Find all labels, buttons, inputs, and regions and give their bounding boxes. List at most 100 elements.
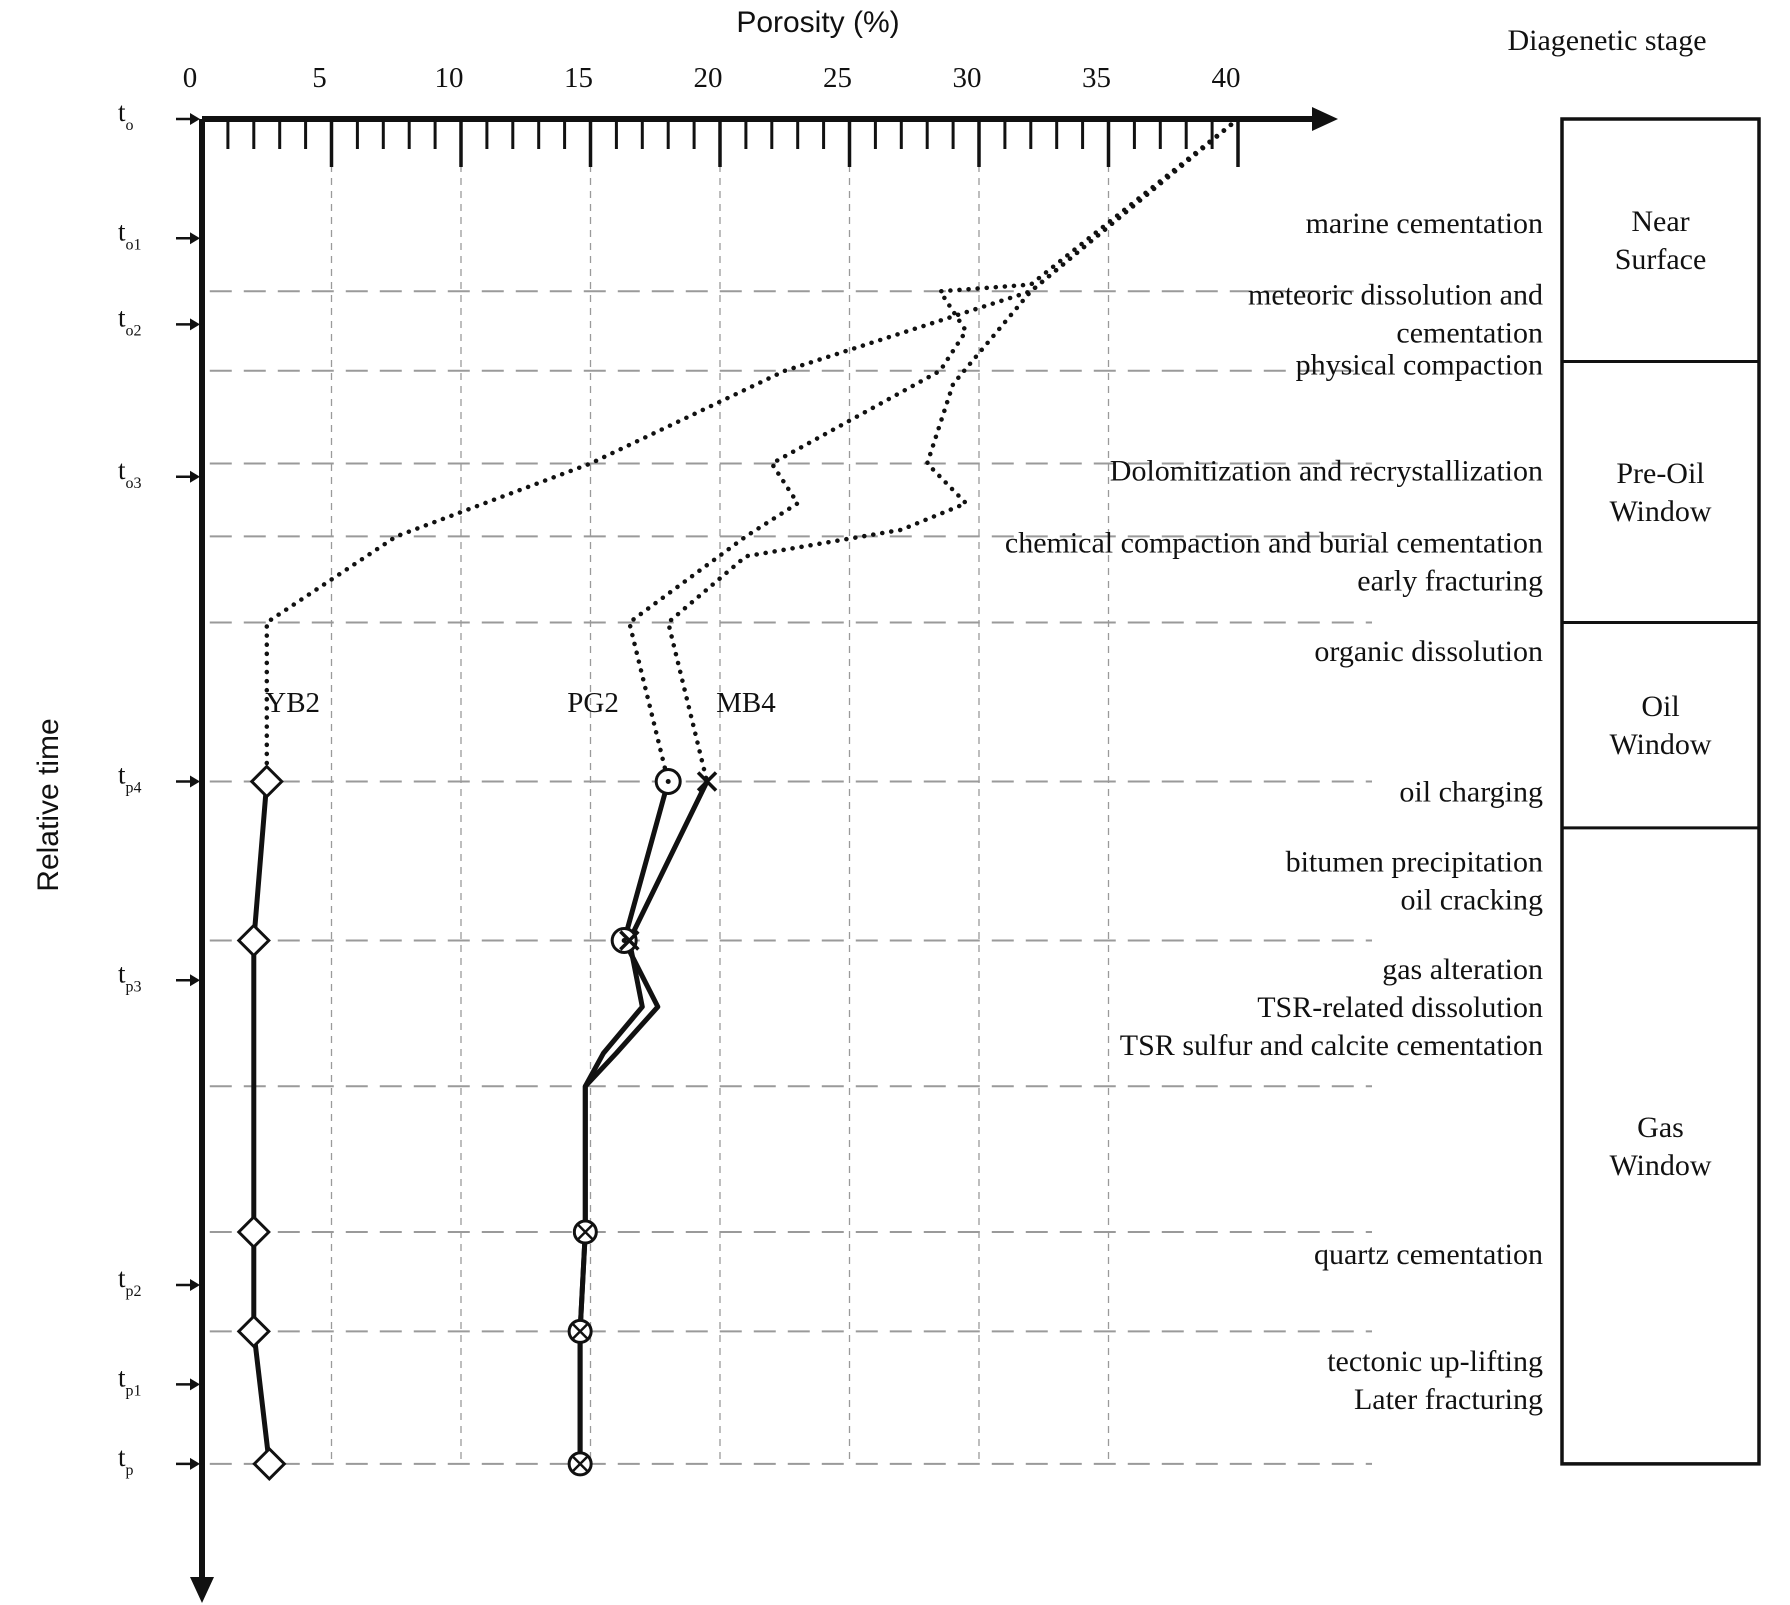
series-solid-line — [577, 779, 710, 1467]
stage-column-header: Diagenetic stage — [1507, 24, 1706, 57]
series-solid-line — [251, 779, 272, 1467]
time-mark-arrowhead — [190, 775, 200, 788]
time-mark-base: t — [118, 97, 126, 127]
time-mark-subscript: p3 — [126, 978, 142, 995]
stage-label-line: Near — [1631, 205, 1689, 238]
event-label: physical compaction — [1296, 349, 1543, 382]
time-mark-arrowhead — [190, 318, 200, 331]
event-label-line: Later fracturing — [1354, 1383, 1543, 1416]
event-label-line: Dolomitization and recrystallization — [1110, 455, 1543, 488]
cross-marker — [696, 771, 718, 792]
time-mark-base: t — [118, 216, 126, 246]
time-mark-arrowhead — [190, 470, 200, 483]
time-mark-subscript: o2 — [126, 322, 142, 339]
event-label: meteoric dissolution and cementation — [1248, 279, 1543, 350]
event-label: chemical compaction and burial cementati… — [1005, 526, 1543, 597]
stage-label-line: Pre-Oil — [1616, 457, 1704, 490]
time-mark-arrowhead — [190, 232, 200, 245]
time-mark-label: tp4 — [118, 760, 142, 797]
time-mark-label: to1 — [118, 216, 142, 253]
time-mark-subscript: o — [126, 117, 134, 134]
series-label: MB4 — [716, 687, 776, 719]
stage-label-line: Gas — [1637, 1111, 1684, 1144]
grid-layer — [209, 139, 1372, 1465]
x-tick-label: 10 — [435, 62, 464, 94]
event-label: bitumen precipitation oil cracking — [1286, 846, 1543, 917]
time-mark-label: to3 — [118, 455, 142, 492]
stage-label-line: Window — [1609, 1149, 1711, 1182]
series-label: YB2 — [265, 687, 320, 719]
event-label-line: tectonic up-lifting — [1327, 1345, 1543, 1378]
event-label-line: early fracturing — [1357, 564, 1543, 597]
time-mark-label: to2 — [118, 302, 142, 339]
time-mark-arrowhead — [190, 1378, 200, 1391]
time-mark-base: t — [118, 1362, 126, 1392]
time-mark-arrowhead — [190, 113, 200, 125]
time-mark-base: t — [118, 760, 126, 790]
series-dotted-line — [264, 116, 1241, 784]
event-label-line: chemical compaction and burial cementati… — [1005, 526, 1543, 559]
time-mark-arrowhead — [190, 1279, 200, 1291]
stage-label-line: Window — [1609, 495, 1711, 528]
y-axis-arrowhead — [190, 1577, 214, 1603]
x-tick-label: 35 — [1082, 62, 1111, 94]
circle-marker-dot — [621, 938, 627, 943]
time-mark-subscript: p — [126, 1462, 134, 1479]
event-label: Dolomitization and recrystallization — [1110, 455, 1543, 488]
event-label: organic dissolution — [1314, 635, 1543, 668]
cross-marker — [619, 930, 640, 951]
time-mark-subscript: o3 — [126, 475, 142, 492]
x-tick-label: 40 — [1212, 62, 1241, 94]
stage-column-frame — [1560, 117, 1761, 1466]
event-label-line: meteoric dissolution and — [1248, 279, 1543, 312]
event-label-line: cementation — [1396, 317, 1543, 350]
x-tick-label: 25 — [823, 62, 852, 94]
time-mark-label: to — [118, 97, 134, 134]
event-label-line: TSR sulfur and calcite cementation — [1120, 1029, 1543, 1062]
event-layer: marine cementation meteoric dissolution a… — [1005, 207, 1543, 1416]
diamond-marker — [236, 1314, 271, 1349]
event-label-line: bitumen precipitation — [1286, 846, 1543, 879]
event-label: oil charging — [1399, 775, 1543, 808]
series-dotted-line — [627, 116, 1241, 784]
circle-x-marker-cross — [572, 1455, 589, 1472]
time-mark-subscript: p2 — [126, 1283, 142, 1300]
x-tick-label: 0 — [183, 62, 198, 94]
series-dotted-line — [665, 116, 1241, 784]
event-label-line: quartz cementation — [1314, 1238, 1543, 1271]
stage-label-line: Surface — [1615, 243, 1707, 276]
x-axis-title: Porosity (%) — [736, 6, 899, 39]
stage-label-line: Oil — [1641, 690, 1679, 723]
time-mark-label: tp1 — [118, 1362, 142, 1399]
x-tick-label: 20 — [694, 62, 723, 94]
event-label: marine cementation — [1306, 207, 1543, 240]
time-mark-label: tp2 — [118, 1263, 142, 1300]
time-mark-label: tp — [118, 1442, 134, 1479]
circle-x-marker-cross — [577, 1224, 594, 1240]
event-label-line: TSR-related dissolution — [1257, 991, 1543, 1024]
event-label-line: gas alteration — [1382, 953, 1543, 986]
time-mark-base: t — [118, 302, 126, 332]
circle-marker-dot — [665, 779, 671, 784]
event-label-line: oil charging — [1399, 775, 1543, 808]
time-mark-subscript: p4 — [126, 780, 142, 797]
diamond-marker — [236, 923, 271, 958]
event-label-line: oil cracking — [1401, 884, 1543, 917]
event-label-line: marine cementation — [1306, 207, 1543, 240]
time-mark-base: t — [118, 958, 126, 988]
time-mark-arrowhead — [190, 974, 200, 987]
time-mark-arrowhead — [190, 1457, 200, 1470]
event-label-line: physical compaction — [1296, 349, 1543, 382]
time-mark-base: t — [118, 1263, 126, 1293]
diamond-marker — [249, 764, 284, 799]
